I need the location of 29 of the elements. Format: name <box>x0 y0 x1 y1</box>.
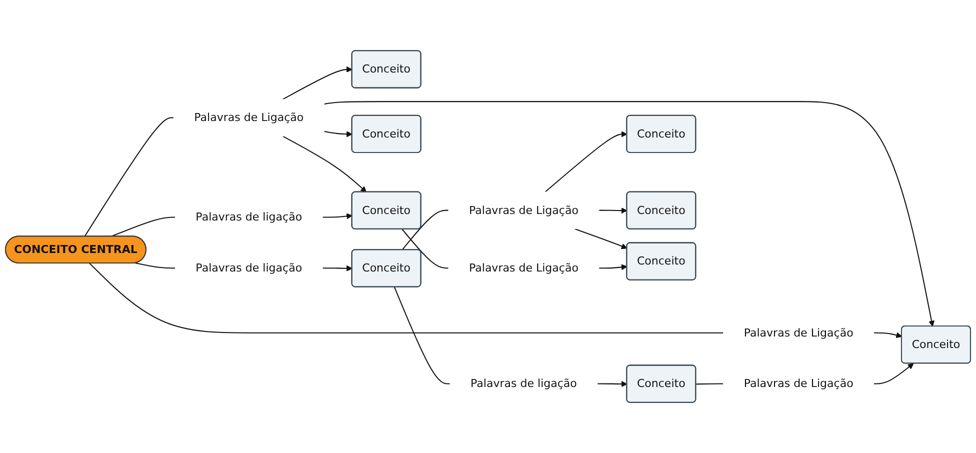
connector <box>696 383 724 385</box>
arrow <box>322 213 352 220</box>
node-text: Palavras de Ligação <box>194 110 304 124</box>
connector <box>84 117 174 237</box>
arrow <box>545 131 628 192</box>
node-text: Palavras de Ligação <box>744 376 854 390</box>
arrow <box>282 136 367 192</box>
node-text: Palavras de ligação <box>470 376 577 390</box>
connector <box>110 216 176 237</box>
node-text: Palavras de Ligação <box>468 261 578 274</box>
arrow <box>874 332 902 338</box>
connector <box>402 228 448 269</box>
arrow <box>599 208 628 214</box>
node-text: Palavras de ligação <box>196 261 302 274</box>
arrow <box>874 363 914 384</box>
arrow <box>598 380 628 388</box>
arrow <box>599 264 628 270</box>
node-text: Palavras de Ligação <box>468 203 578 217</box>
node-text: Palavras de Ligação <box>744 326 854 340</box>
connector <box>89 262 724 334</box>
connector <box>394 286 450 384</box>
arrow <box>324 101 935 327</box>
connector <box>402 210 448 250</box>
arrow <box>574 228 628 250</box>
arrow <box>282 66 352 100</box>
arrow <box>324 130 352 138</box>
node-text: Palavras de ligação <box>196 210 302 224</box>
arrow <box>322 265 352 272</box>
connector <box>135 262 176 269</box>
